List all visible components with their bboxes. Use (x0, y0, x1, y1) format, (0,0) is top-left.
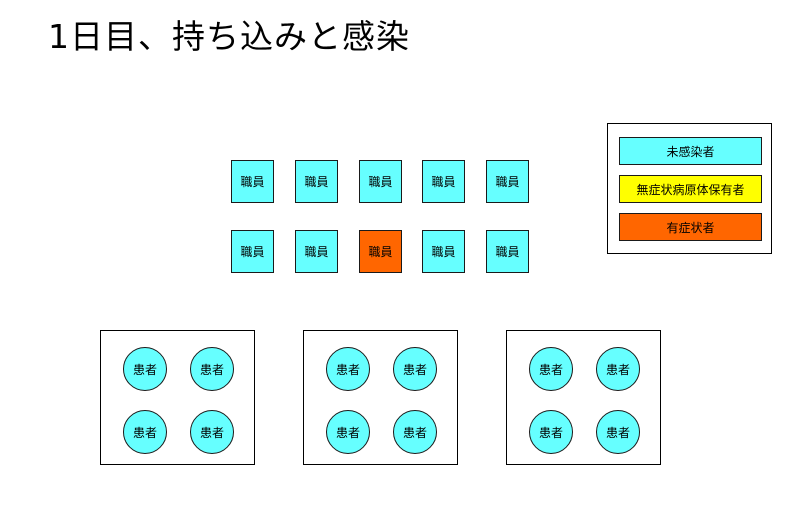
patient-room-3: 患者 患者 患者 患者 (506, 330, 661, 465)
patient: 患者 (123, 410, 167, 454)
patient: 患者 (393, 347, 437, 391)
patient: 患者 (596, 347, 640, 391)
legend-item-asymptomatic-carrier: 無症状病原体保有者 (619, 175, 762, 203)
page-title: 1日目、持ち込みと感染 (48, 17, 410, 56)
patient-room-1: 患者 患者 患者 患者 (100, 330, 255, 465)
legend-item-symptomatic: 有症状者 (619, 213, 762, 241)
patient: 患者 (123, 347, 167, 391)
staff-member: 職員 (359, 160, 402, 203)
staff-member: 職員 (422, 230, 465, 273)
staff-member: 職員 (486, 160, 529, 203)
staff-member: 職員 (231, 230, 274, 273)
patient: 患者 (596, 410, 640, 454)
patient: 患者 (190, 347, 234, 391)
patient: 患者 (393, 410, 437, 454)
patient-room-2: 患者 患者 患者 患者 (303, 330, 458, 465)
legend-item-uninfected: 未感染者 (619, 137, 762, 165)
staff-member: 職員 (231, 160, 274, 203)
legend: 未感染者 無症状病原体保有者 有症状者 (607, 123, 772, 254)
staff-member: 職員 (295, 160, 338, 203)
staff-member: 職員 (359, 230, 402, 273)
patient: 患者 (529, 410, 573, 454)
patient: 患者 (326, 410, 370, 454)
patient: 患者 (190, 410, 234, 454)
staff-member: 職員 (422, 160, 465, 203)
staff-member: 職員 (486, 230, 529, 273)
patient: 患者 (529, 347, 573, 391)
patient: 患者 (326, 347, 370, 391)
staff-member: 職員 (295, 230, 338, 273)
